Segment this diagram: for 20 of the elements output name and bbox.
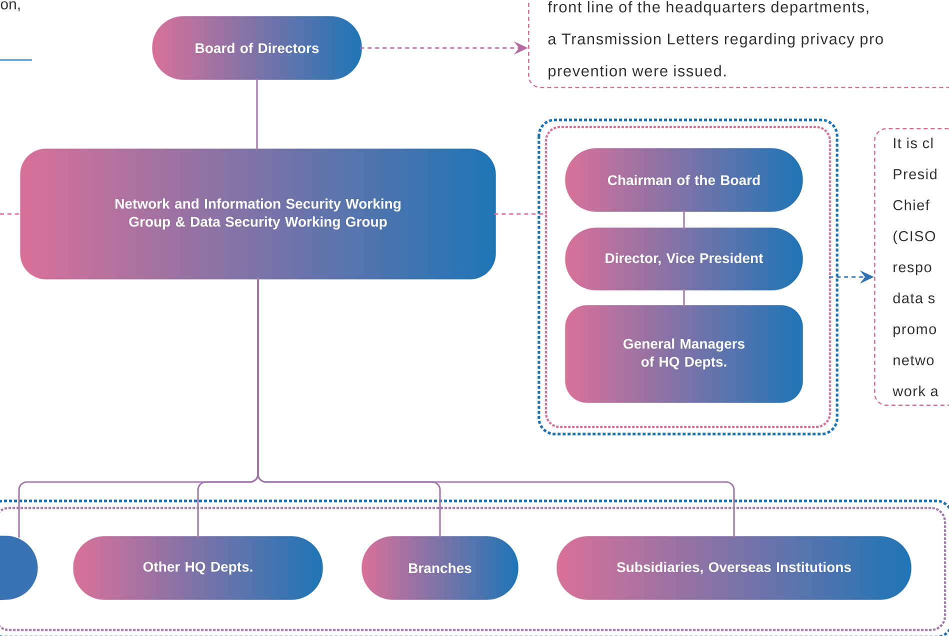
pill-box: Chairman of the Board (564, 148, 804, 212)
pill-box: Board of Directors (152, 16, 362, 80)
connector-line (683, 210, 685, 230)
rounded-box: Network and Information Security Working Group & Data Security Working Group (20, 148, 496, 280)
text-fragment: on, (0, 1, 20, 12)
connector-line (0, 213, 22, 215)
note-box: front line of the headquarters departments, a Transmission Letters regarding privacy pro prevention were issued. (528, 0, 949, 88)
dashed-group-frame (538, 118, 838, 436)
connector-line (494, 213, 547, 215)
pill-box: Director, Vice President (564, 227, 804, 291)
dashed-group-frame (0, 500, 949, 636)
pill-box: Branches (361, 536, 519, 600)
connector-line (257, 278, 735, 538)
pill-box: Other HQ Depts. (72, 536, 324, 600)
connector-line (683, 288, 685, 307)
note-box: It is cl Presid Chief (CISO respo data s promo netwo work a (874, 128, 949, 406)
pill-box: Subsidiaries, Overseas Institutions (556, 536, 912, 600)
pill-box (0, 536, 38, 600)
rounded-box: General Managers of HQ Depts. (564, 304, 804, 404)
connector-line (256, 78, 258, 150)
